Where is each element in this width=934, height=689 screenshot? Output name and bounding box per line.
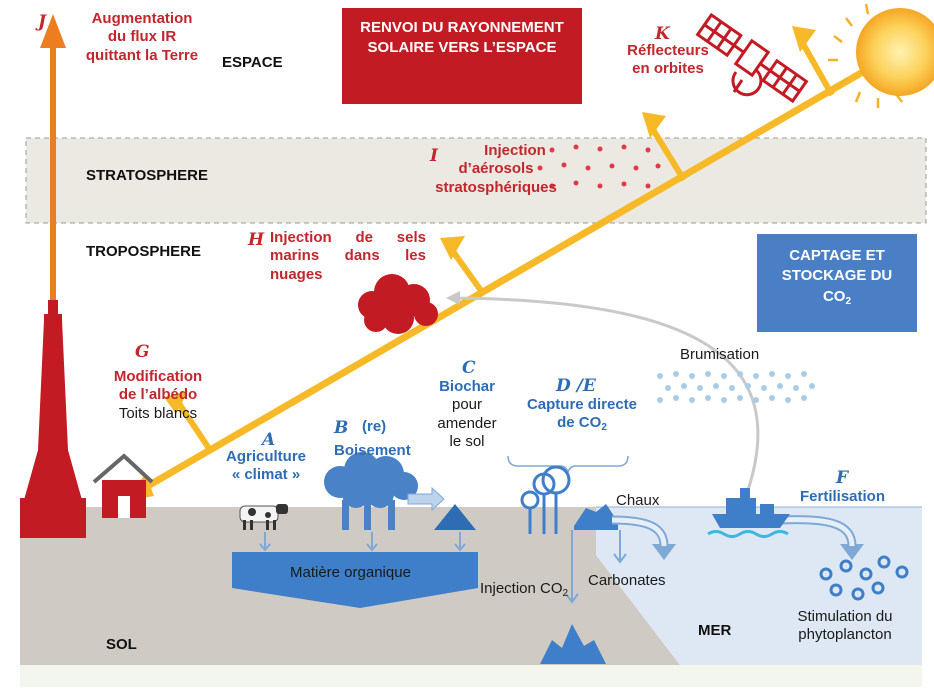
reflected-arrows bbox=[164, 26, 835, 452]
ir-arrow bbox=[40, 14, 66, 300]
item-c-line4: le sol bbox=[449, 432, 485, 450]
item-a-line1: Agriculture bbox=[225, 448, 306, 465]
item-k-text: Réflecteurs en orbites bbox=[620, 42, 716, 79]
item-a-line2: « climat » bbox=[231, 466, 301, 484]
zone-troposphere: TROPOSPHERE bbox=[86, 243, 202, 260]
mist-dots bbox=[657, 371, 815, 403]
letter-j: J bbox=[38, 12, 47, 32]
captage-line2: STOCKAGE DU bbox=[781, 267, 893, 285]
item-f-line1: Fertilisation bbox=[800, 488, 886, 505]
item-c-line1: Biochar bbox=[439, 378, 495, 395]
aerosol-dots bbox=[537, 144, 661, 189]
item-b-line2: Boisement bbox=[334, 442, 411, 459]
rocks-icon bbox=[574, 504, 618, 530]
phytoplankton-icon bbox=[819, 555, 909, 601]
renvoi-box: RENVOI DU RAYONNEMENT SOLAIRE VERS L’ESP… bbox=[342, 8, 582, 104]
item-i-text: Injection d’aérosols stratosphériques bbox=[428, 142, 564, 197]
zone-sol: SOL bbox=[106, 636, 137, 653]
item-j-line1: Augmentation bbox=[91, 10, 193, 27]
stratosphere-band bbox=[25, 137, 927, 224]
captage-line3: CO2 bbox=[822, 287, 852, 307]
item-j-line3: quittant la Terre bbox=[85, 46, 199, 64]
satellite-icon bbox=[695, 12, 809, 104]
sea-area bbox=[596, 507, 922, 665]
brumisation-arrow bbox=[451, 296, 760, 491]
sun-icon bbox=[828, 3, 934, 108]
item-de-text: Capture directe de CO2 bbox=[516, 396, 648, 433]
item-g-line3: Toits blancs bbox=[118, 404, 198, 422]
label-carbonates: Carbonates bbox=[588, 572, 666, 589]
zone-stratosphere: STRATOSPHERE bbox=[86, 167, 208, 184]
item-i-line2: d’aérosols bbox=[458, 160, 534, 178]
tower-icon bbox=[20, 300, 86, 538]
item-h-line3: nuages bbox=[270, 265, 323, 283]
label-chaux: Chaux bbox=[616, 492, 660, 509]
item-de-line1: Capture directe bbox=[526, 396, 638, 413]
direct-capture-icon bbox=[520, 465, 571, 534]
organic-matter-block bbox=[232, 552, 478, 608]
soil-arrows bbox=[259, 532, 466, 552]
label-stimulation: Stimulation du phytoplancton bbox=[780, 608, 910, 645]
item-g-line2: de l’albédo bbox=[118, 386, 198, 404]
letter-b: B bbox=[334, 418, 349, 438]
injection-arrow bbox=[565, 530, 627, 604]
item-c-line3: amender bbox=[437, 414, 497, 432]
letter-g: G bbox=[135, 342, 150, 362]
captage-box: CAPTAGE ET STOCKAGE DU CO2 bbox=[757, 234, 917, 332]
item-j-line2: du flux IR bbox=[107, 28, 177, 46]
item-i-line1: Injection bbox=[484, 142, 546, 159]
letter-f: F bbox=[836, 468, 849, 488]
biochar-arrow bbox=[407, 486, 445, 512]
ground-strip bbox=[20, 665, 922, 687]
renvoi-line1: RENVOI DU RAYONNEMENT bbox=[360, 19, 564, 36]
item-i-line3: stratosphériques bbox=[435, 178, 557, 196]
item-k-line1: Réflecteurs bbox=[627, 42, 709, 59]
item-a-text: Agriculture « climat » bbox=[212, 448, 320, 485]
renvoi-line2: SOLAIRE VERS L’ESPACE bbox=[367, 39, 557, 57]
letter-h: H bbox=[248, 230, 265, 250]
letter-de: D /E bbox=[556, 376, 596, 396]
zone-mer: MER bbox=[698, 622, 732, 639]
letter-a: A bbox=[262, 430, 276, 450]
label-brumisation: Brumisation bbox=[680, 346, 760, 363]
cloud-icon bbox=[358, 274, 438, 334]
letter-c: C bbox=[462, 358, 476, 378]
zone-espace: ESPACE bbox=[222, 54, 283, 71]
label-matiere-organique: Matière organique bbox=[290, 564, 411, 581]
item-g-line1: Modification bbox=[113, 368, 203, 385]
letter-i: I bbox=[430, 146, 438, 166]
ship-icon bbox=[707, 488, 790, 538]
item-j-text: Augmentation du flux IR quittant la Terr… bbox=[66, 10, 218, 65]
item-b-prefix: (re) bbox=[362, 418, 387, 435]
captage-line1: CAPTAGE ET bbox=[789, 247, 885, 264]
item-c-line2: pour bbox=[451, 396, 483, 414]
item-g-text: Modification de l’albédo Toits blancs bbox=[102, 368, 214, 423]
letter-k: K bbox=[655, 24, 670, 44]
trees-icon bbox=[324, 452, 418, 530]
item-de-line2: de CO2 bbox=[557, 414, 607, 434]
house-icon bbox=[92, 453, 154, 518]
cow-icon bbox=[239, 504, 288, 530]
item-k-line2: en orbites bbox=[632, 60, 704, 78]
item-c-text: Biochar pour amender le sol bbox=[430, 378, 504, 451]
label-stimulation-line1: Stimulation du bbox=[797, 608, 893, 625]
biochar-pile bbox=[434, 504, 476, 530]
dac-brace bbox=[507, 455, 629, 475]
label-stimulation-line2: phytoplancton bbox=[798, 626, 892, 644]
injection-reservoir bbox=[540, 624, 606, 664]
label-injection-co2: Injection CO2 bbox=[480, 580, 569, 599]
